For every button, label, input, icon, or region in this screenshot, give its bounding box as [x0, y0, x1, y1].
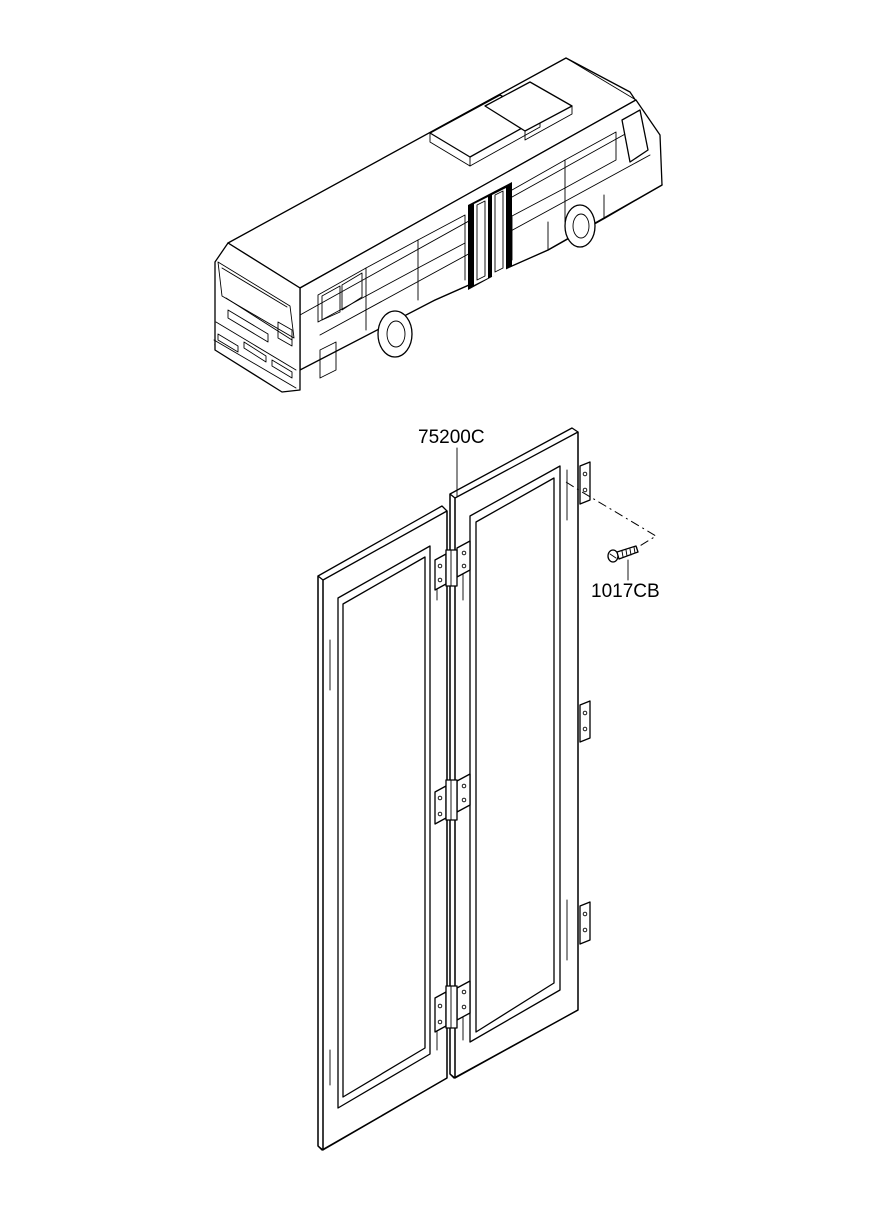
hinge-top	[434, 540, 471, 591]
screw-icon	[607, 545, 639, 563]
hinge-bottom	[434, 980, 471, 1033]
label-screw: 1017CB	[591, 581, 660, 602]
right-bracket-middle	[579, 700, 591, 743]
mounting-guide-line	[565, 481, 657, 553]
hinge-middle	[434, 773, 471, 825]
left-door-panel	[317, 505, 448, 1151]
right-bracket-top	[579, 461, 591, 505]
right-bracket-bottom	[579, 901, 591, 945]
bus-illustration	[213, 57, 663, 393]
label-door-assembly: 75200C	[418, 427, 485, 448]
door-assembly	[317, 427, 657, 1151]
right-door-panel	[449, 427, 579, 1079]
